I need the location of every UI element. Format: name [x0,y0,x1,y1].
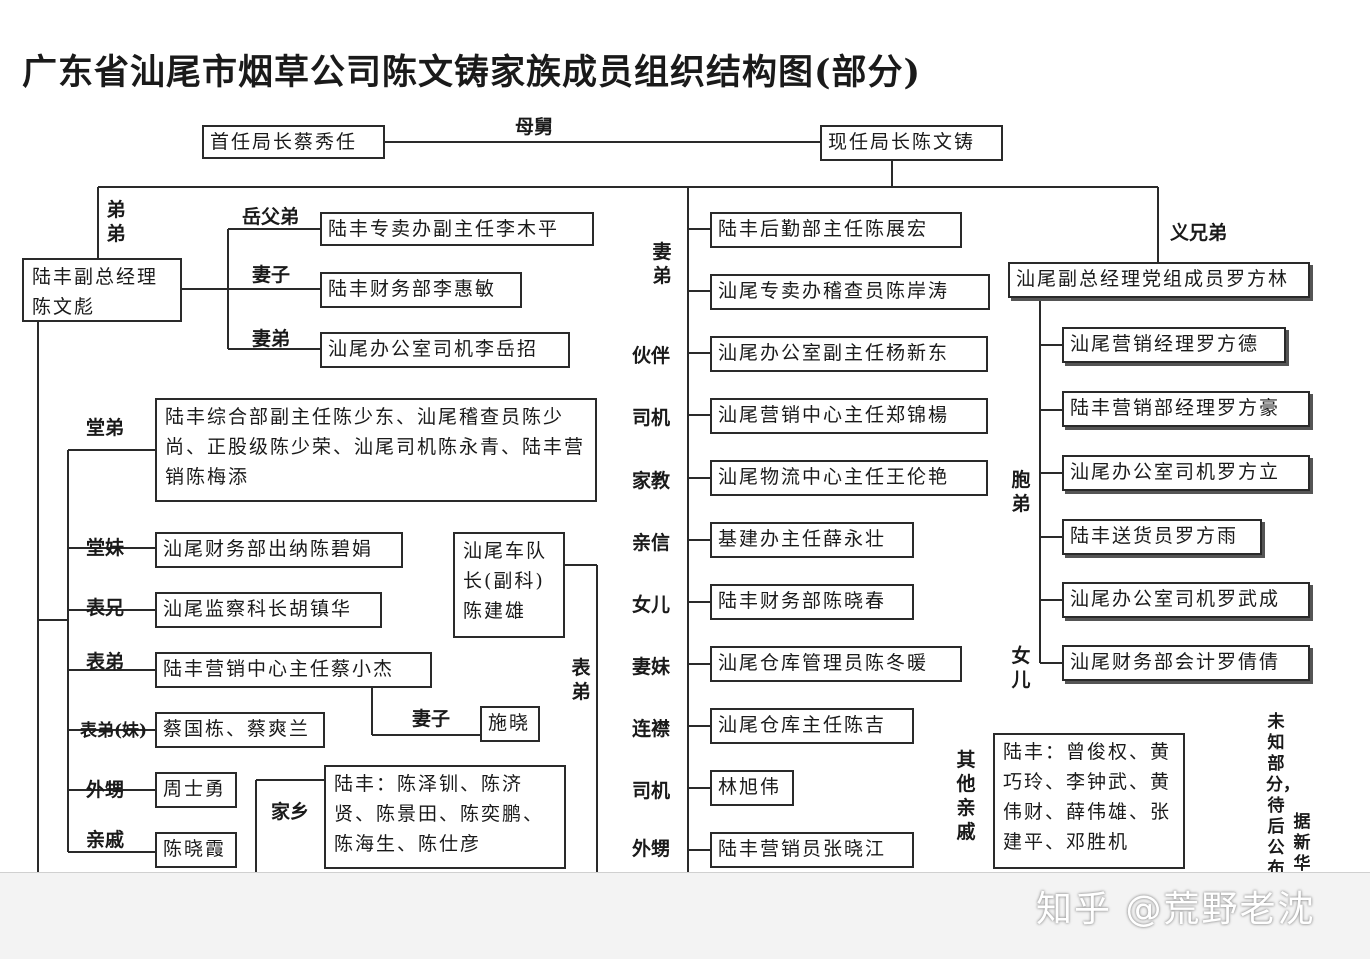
cousin-box: 蔡国栋、蔡爽兰 [155,712,325,748]
center-box: 汕尾物流中心主任王伦艳 [710,460,988,496]
cousin-box: 汕尾监察科长胡镇华 [155,592,382,628]
center-box: 汕尾仓库管理员陈冬暖 [710,646,962,682]
cousin-label: 堂妹 [86,537,125,559]
sworn-brother-label: 义兄弟 [1170,222,1228,244]
cousin-box: 陆丰综合部副主任陈少东、汕尾稽查员陈少尚、正股级陈少荣、汕尾司机陈永青、陆丰营销… [155,398,597,502]
center-label: 妻妹 [632,656,671,678]
cousin-label: 外甥 [86,779,125,801]
luo-member-box: 汕尾营销经理罗方德 [1062,327,1286,363]
watermark: 知乎 @荒野老沈 [1036,889,1316,930]
center-box: 汕尾专卖办稽查员陈岸涛 [710,274,990,310]
side-note: 未知部分，待后公布 [1266,712,1300,879]
other-relatives-label: 其他亲戚 [956,749,976,843]
member-box: 陆丰专卖办副主任李木平 [320,212,594,246]
center-label: 外甥 [632,838,671,860]
relation-label: 岳父弟 [242,206,300,228]
center-box: 林旭伟 [710,770,794,806]
center-box: 陆丰营销员张晓江 [710,832,914,868]
fleet-label: 表弟 [571,657,591,703]
current-director-box: 现任局长陈文铸 [820,125,1003,161]
cousin-label: 亲戚 [86,829,125,851]
page-title: 广东省汕尾市烟草公司陈文铸家族成员组织结构图(部分) [22,52,922,93]
center-label: 连襟 [632,718,671,740]
luo-member-box: 汕尾办公室司机罗方立 [1062,455,1310,491]
brothers-label: 胞弟 [1011,469,1031,515]
maternal-uncle-label: 母舅 [515,116,554,138]
center-label: 司机 [632,407,671,429]
center-label: 伙伴 [632,345,671,367]
cousin-label: 表弟 [86,651,125,673]
cousin-label: 表兄 [86,597,125,619]
other-relatives-box: 陆丰：曾俊权、黄巧玲、李钟武、黄伟财、薛伟雄、张建平、邓胜机 [993,733,1185,869]
fleet-leader-box: 汕尾车队长(副科)陈建雄 [453,532,565,638]
first-director-box: 首任局长蔡秀任 [202,125,385,159]
cousin-label: 堂弟 [86,417,125,439]
footer-band [0,872,1370,959]
member-box: 陆丰财务部李惠敏 [320,272,522,308]
cousin-box: 汕尾财务部出纳陈碧娟 [155,532,403,568]
wife-box: 施晓 [480,706,540,742]
relation-label: 妻子 [252,264,291,286]
relation-label: 妻弟 [252,328,291,350]
center-label: 亲信 [632,532,671,554]
center-label: 女儿 [632,594,671,616]
center-box: 陆丰后勤部主任陈展宏 [710,212,962,248]
center-label: 妻弟 [652,241,672,287]
luo-member-box: 汕尾办公室司机罗武成 [1062,582,1310,618]
center-box: 汕尾仓库主任陈吉 [710,708,914,744]
cousin-box: 周士勇 [155,772,237,808]
side-note-source: 据新华 [1293,812,1311,874]
cousin-box: 陈晓霞 [155,832,237,868]
center-box: 基建办主任薛永壮 [710,522,914,558]
luo-member-box: 陆丰送货员罗方雨 [1062,519,1262,555]
luo-fanglin-box: 汕尾副总经理党组成员罗方林 [1008,262,1310,298]
daughter-label: 女儿 [1011,645,1031,691]
member-box: 汕尾办公室司机李岳招 [320,332,570,368]
luo-member-box: 汕尾财务部会计罗倩倩 [1062,645,1310,681]
cousin-box: 陆丰营销中心主任蔡小杰 [155,652,432,688]
cousin-label: 表弟(妹) [80,721,148,741]
luo-member-box: 陆丰营销部经理罗方豪 [1062,391,1310,427]
center-box: 汕尾营销中心主任郑锦楊 [710,398,988,434]
center-label: 家教 [632,470,671,492]
center-box: 汕尾办公室副主任杨新东 [710,336,988,372]
wife-label: 妻子 [412,708,451,730]
deputy-gm-box: 陆丰副总经理陈文彪 [22,258,182,322]
hometown-label: 家乡 [270,801,309,823]
hometown-box: 陆丰：陈泽钏、陈济贤、陈景田、陈奕鹏、陈海生、陈仕彦 [324,765,566,869]
center-box: 陆丰财务部陈晓春 [710,584,914,620]
center-label: 司机 [632,780,671,802]
brother-label: 弟弟 [106,199,126,245]
